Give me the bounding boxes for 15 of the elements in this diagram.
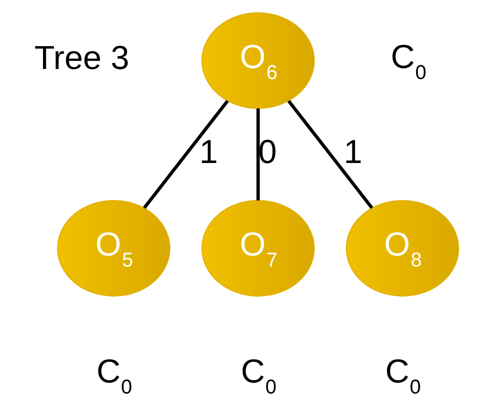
node-label: C$_{0}$ xyxy=(240,354,276,399)
edge-label: 1 xyxy=(198,134,218,171)
edge-label: 1 xyxy=(343,134,362,171)
node-ellipse: O$_{5}$ xyxy=(56,200,170,297)
node-ellipse: O$_{6}$ xyxy=(200,12,314,109)
label: Tree 3 xyxy=(34,40,129,77)
node-label: C$_{0}$ xyxy=(390,38,426,84)
connector xyxy=(256,108,260,200)
node-ellipse: O$_{7}$ xyxy=(200,200,314,297)
connector xyxy=(286,100,373,209)
node-label: C$_{0}$ xyxy=(96,354,132,399)
edge-label: 0 xyxy=(258,134,276,171)
node-label: C$_{0}$ xyxy=(384,354,420,399)
connector xyxy=(142,100,228,209)
node-ellipse: O$_{8}$ xyxy=(345,200,459,297)
